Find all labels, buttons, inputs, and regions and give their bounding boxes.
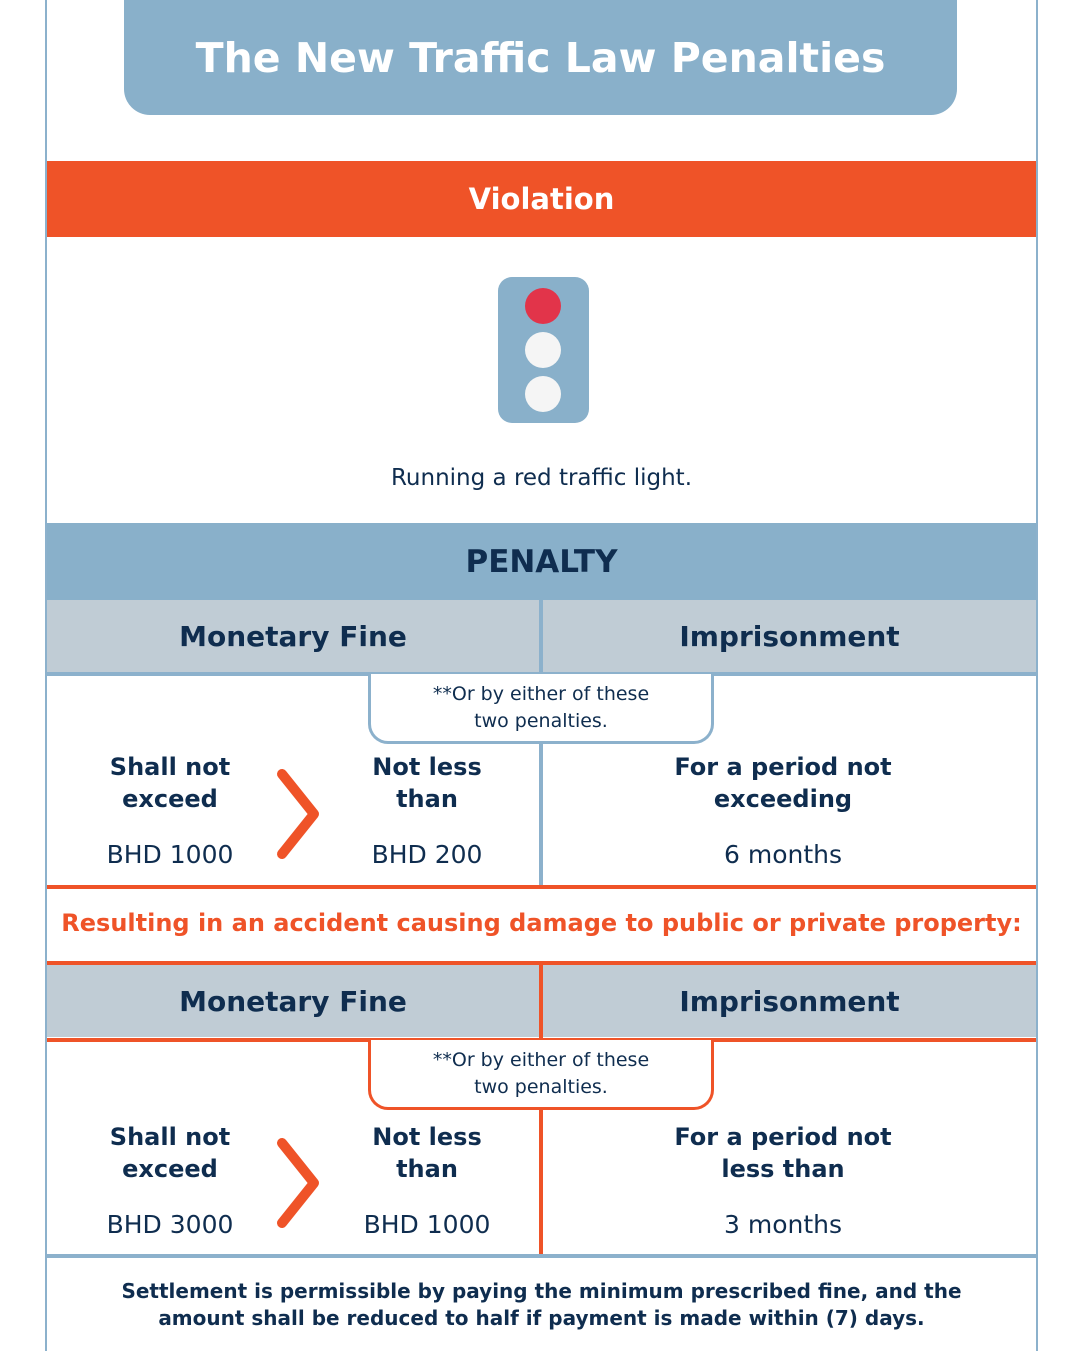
chevron-right-icon xyxy=(277,769,319,859)
settlement-note: Settlement is permissible by paying the … xyxy=(47,1275,1036,1335)
violation-header-label: Violation xyxy=(468,182,615,216)
label-line: Not less xyxy=(372,753,482,781)
max-fine-value: BHD 1000 xyxy=(106,839,234,869)
min-fine-label: Not less than xyxy=(317,1120,537,1186)
label-line: exceed xyxy=(122,1155,218,1183)
prison-header-2: Imprisonment xyxy=(543,965,1036,1037)
label-line: less than xyxy=(721,1155,845,1183)
label-line: For a period not xyxy=(674,753,892,781)
penalty-header: PENALTY xyxy=(47,523,1036,600)
prison-period-value: 6 months xyxy=(723,839,843,869)
label-line: Shall not xyxy=(109,1123,231,1151)
green-lamp-icon xyxy=(525,376,561,412)
prison-period-label: For a period not less than xyxy=(560,1120,1006,1186)
yellow-lamp-icon xyxy=(525,332,561,368)
min-fine-label: Not less than xyxy=(317,750,537,816)
footer-rule xyxy=(47,1254,1036,1258)
orange-rule xyxy=(47,885,1036,889)
prison-period-label: For a period not exceeding xyxy=(560,750,1006,816)
fine-header-2: Monetary Fine xyxy=(47,965,539,1037)
prison-header-label: Imprisonment xyxy=(679,984,900,1018)
accident-condition: Resulting in an accident causing damage … xyxy=(61,909,1022,937)
min-fine-value: BHD 200 xyxy=(371,839,483,869)
max-fine-label: Shall not exceed xyxy=(60,1120,280,1186)
max-fine-label: Shall not exceed xyxy=(60,750,280,816)
fine-header-label: Monetary Fine xyxy=(179,619,407,653)
note-line: **Or by either of these xyxy=(432,682,650,705)
max-fine-value: BHD 3000 xyxy=(106,1209,234,1239)
label-line: than xyxy=(396,1155,458,1183)
red-lamp-icon xyxy=(525,288,561,324)
either-penalty-note: **Or by either of these two penalties. xyxy=(368,1040,714,1110)
header-divider xyxy=(539,965,543,1038)
fine-header-1: Monetary Fine xyxy=(47,600,539,672)
title-text: The New Traffic Law Penalties xyxy=(195,33,886,82)
label-line: Shall not xyxy=(109,753,231,781)
either-penalty-note: **Or by either of these two penalties. xyxy=(368,674,714,744)
violation-header: Violation xyxy=(47,161,1036,237)
settlement-line: amount shall be reduced to half if payme… xyxy=(158,1306,925,1330)
min-fine-value: BHD 1000 xyxy=(363,1209,491,1239)
label-line: exceed xyxy=(122,785,218,813)
settlement-line: Settlement is permissible by paying the … xyxy=(121,1279,962,1303)
orange-rule xyxy=(47,961,1036,965)
column-divider xyxy=(539,744,543,886)
label-line: For a period not xyxy=(674,1123,892,1151)
label-line: exceeding xyxy=(713,785,853,813)
label-line: than xyxy=(396,785,458,813)
prison-header-1: Imprisonment xyxy=(543,600,1036,672)
fine-header-label: Monetary Fine xyxy=(179,984,407,1018)
page-title: The New Traffic Law Penalties xyxy=(124,0,957,115)
note-line: two penalties. xyxy=(474,1075,608,1098)
prison-period-value: 3 months xyxy=(723,1209,843,1239)
label-line: Not less xyxy=(372,1123,482,1151)
violation-description: Running a red traffic light. xyxy=(390,465,693,491)
prison-header-label: Imprisonment xyxy=(679,619,900,653)
column-divider xyxy=(539,1110,543,1255)
traffic-light-icon xyxy=(498,277,589,423)
chevron-right-icon xyxy=(277,1138,319,1228)
note-line: **Or by either of these xyxy=(432,1048,650,1071)
page-frame xyxy=(45,0,1038,1351)
note-line: two penalties. xyxy=(474,709,608,732)
penalty-header-label: PENALTY xyxy=(465,543,618,580)
header-divider xyxy=(539,600,543,672)
